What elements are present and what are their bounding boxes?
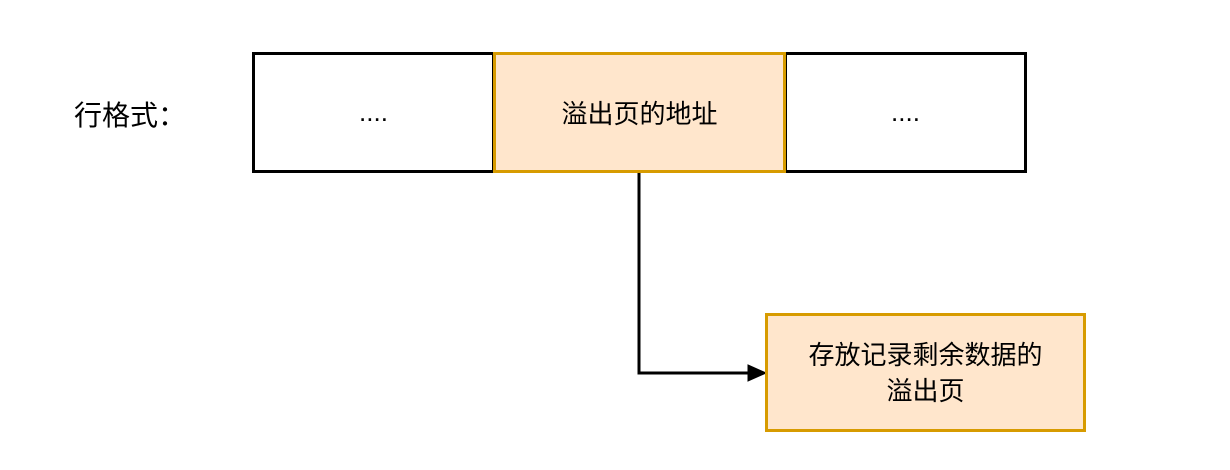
row-format-label: 行格式： — [74, 100, 187, 131]
arrowhead-icon — [747, 364, 768, 382]
overflow-page-box: 存放记录剩余数据的 溢出页 — [765, 313, 1086, 432]
connector-arrow — [637, 173, 768, 382]
row-cell-suffix-dots-text: .... — [891, 97, 920, 127]
overflow-page-box-line2: 溢出页 — [886, 375, 965, 406]
overflow-page-box-line1: 存放记录剩余数据的 — [808, 339, 1043, 370]
row-cell-prefix-dots: .... — [252, 52, 495, 173]
row-cell-prefix-dots-text: .... — [359, 97, 388, 127]
row-cell-suffix-dots: .... — [784, 52, 1027, 173]
row-cell-overflow-page-address-text: 溢出页的地址 — [561, 99, 718, 129]
row-cell-overflow-page-address: 溢出页的地址 — [493, 52, 786, 173]
